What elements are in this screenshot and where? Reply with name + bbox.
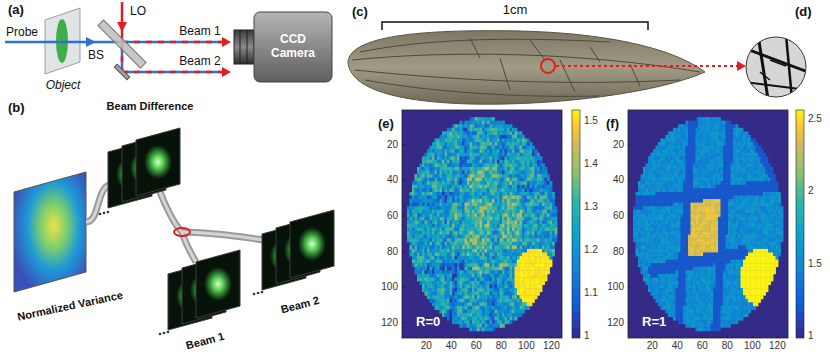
figure: (a)ProbeObjectBSLOBeam 1Beam 2(b)Beam Di… (0, 0, 830, 354)
